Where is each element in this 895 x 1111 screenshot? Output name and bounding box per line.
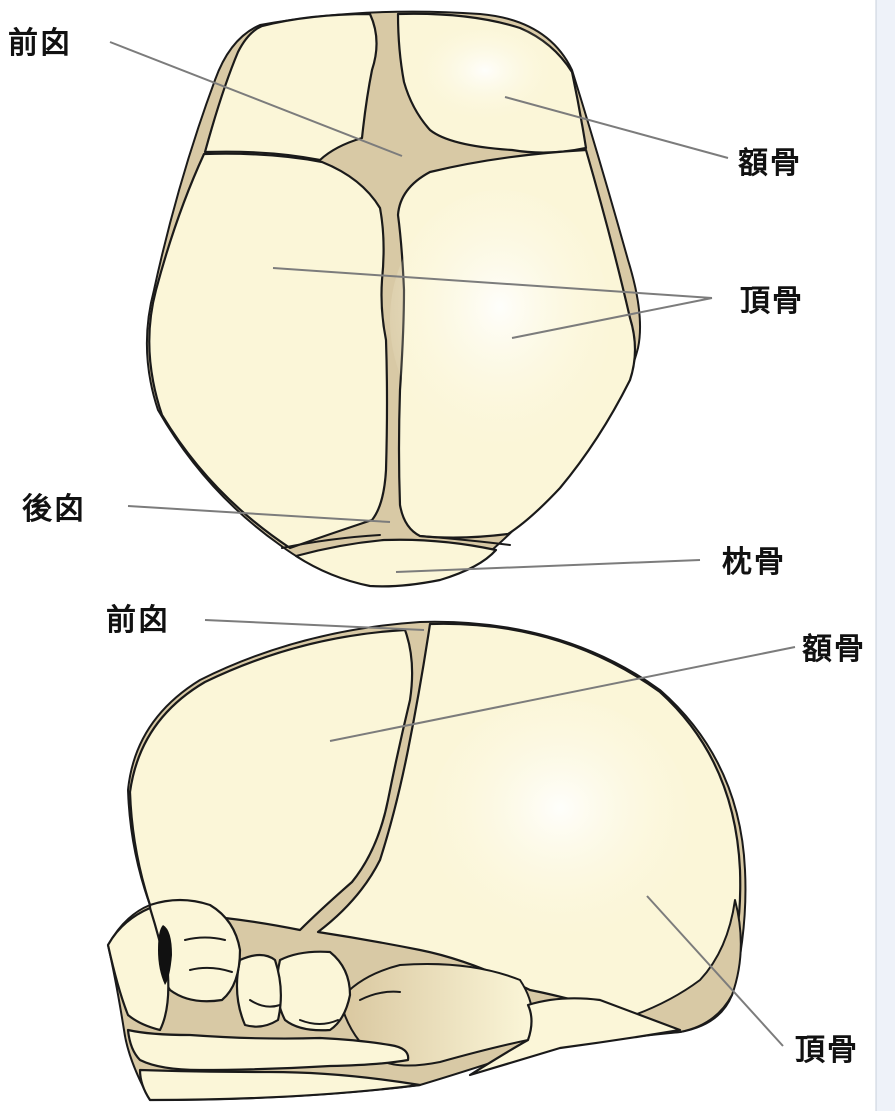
- label-top-occipital-bone: 枕骨: [722, 545, 786, 580]
- label-top-frontal-bone: 額骨: [738, 146, 802, 181]
- side-strip: [876, 0, 895, 1111]
- label-top-anterior-fontanelle: 前囟: [8, 26, 72, 61]
- label-top-parietal-bone: 頂骨: [740, 284, 804, 319]
- sphenoid-bone: [277, 952, 350, 1031]
- label-side-anterior-fontanelle: 前囟: [106, 603, 170, 638]
- zygomatic-bone: [237, 955, 281, 1027]
- side-shine: [430, 700, 690, 940]
- parietal-shine: [390, 190, 610, 450]
- frontal-shine: [420, 30, 550, 120]
- parietal-bone-left: [149, 154, 387, 548]
- label-side-parietal-bone: 頂骨: [795, 1033, 859, 1068]
- frontal-bone-left: [205, 14, 377, 160]
- label-top-posterior-fontanelle: 後囟: [22, 492, 86, 527]
- skull-side-view: [108, 622, 745, 1100]
- skull-top-view: [147, 12, 640, 587]
- label-side-frontal-bone: 額骨: [802, 632, 866, 667]
